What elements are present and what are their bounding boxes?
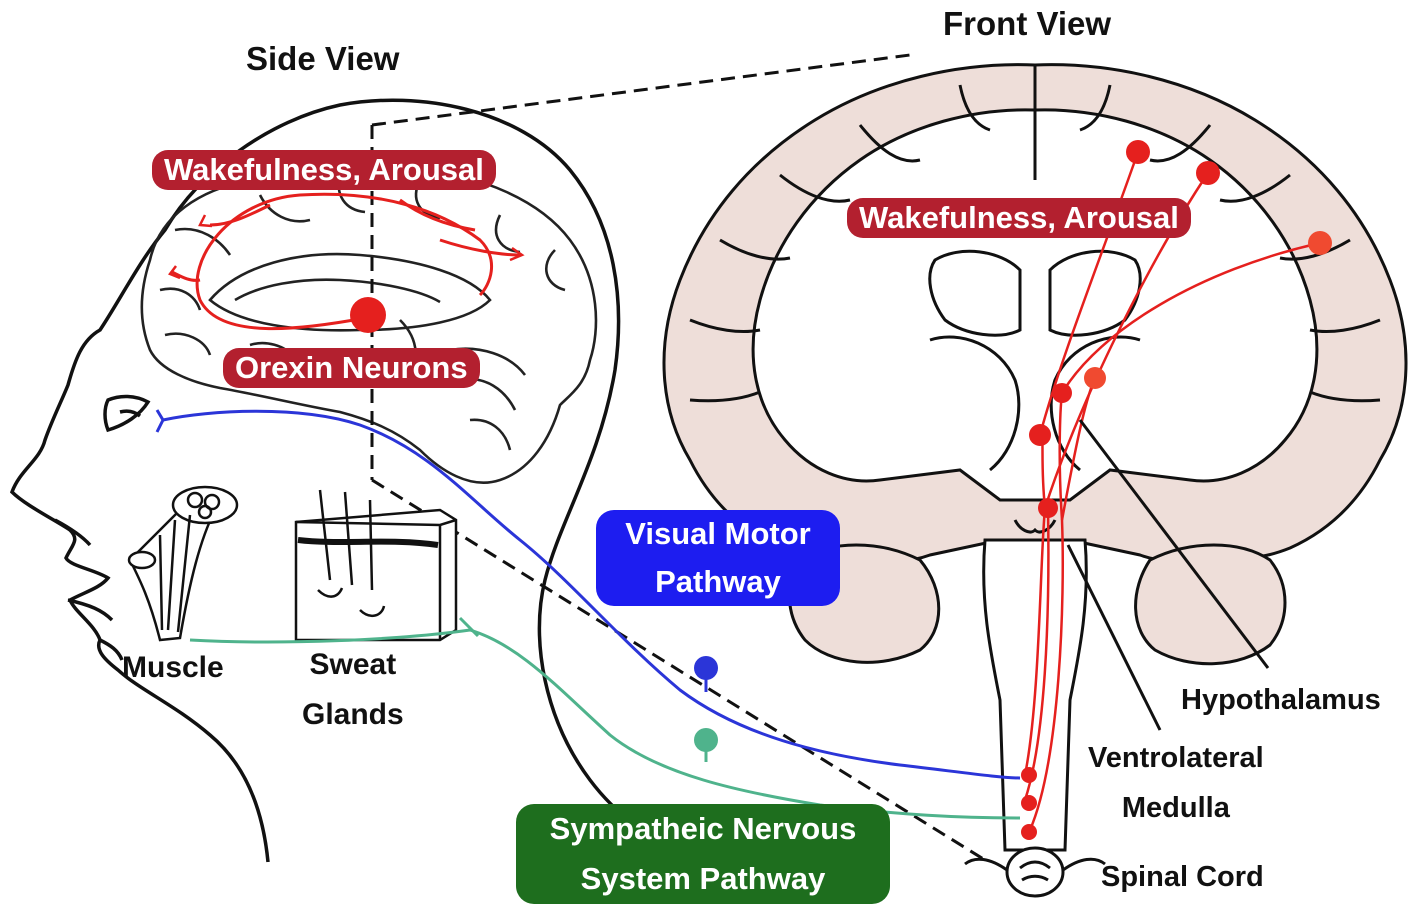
hypothalamus-label: Hypothalamus	[1181, 675, 1381, 725]
vlm-line2: Medulla	[1088, 783, 1264, 833]
orexin-neuron-body	[350, 297, 386, 333]
sympathetic-line1: Sympatheic Nervous	[516, 804, 890, 854]
sweat-glands-icon	[296, 490, 456, 640]
orexin-neurons-label: Orexin Neurons	[223, 348, 480, 388]
visual-motor-pathway-label: Visual Motor Pathway	[596, 510, 840, 606]
sympathetic-line2: System Pathway	[516, 854, 890, 904]
head-silhouette	[12, 100, 700, 862]
muscle-icon	[129, 487, 237, 640]
visual-motor-line2: Pathway	[596, 558, 840, 606]
sympathetic-pathway-label: Sympatheic Nervous System Pathway	[516, 804, 890, 904]
vlm-line1: Ventrolateral	[1088, 733, 1264, 783]
front-wakefulness-label: Wakefulness, Arousal	[847, 198, 1191, 238]
sympathetic-ganglion	[694, 728, 718, 752]
front-view-title: Front View	[943, 5, 1111, 43]
muscle-label: Muscle	[122, 643, 224, 693]
sweat-glands-line1: Sweat	[302, 640, 404, 690]
ventrolateral-medulla-label: Ventrolateral Medulla	[1088, 733, 1264, 833]
sweat-glands-line2: Glands	[302, 690, 404, 740]
visual-motor-line1: Visual Motor	[596, 510, 840, 558]
side-wakefulness-label: Wakefulness, Arousal	[152, 150, 496, 190]
visual-motor-ganglion	[694, 656, 718, 680]
sweat-glands-label: Sweat Glands	[302, 640, 404, 740]
side-view-title: Side View	[246, 40, 399, 78]
spinal-cord-label: Spinal Cord	[1101, 852, 1264, 902]
